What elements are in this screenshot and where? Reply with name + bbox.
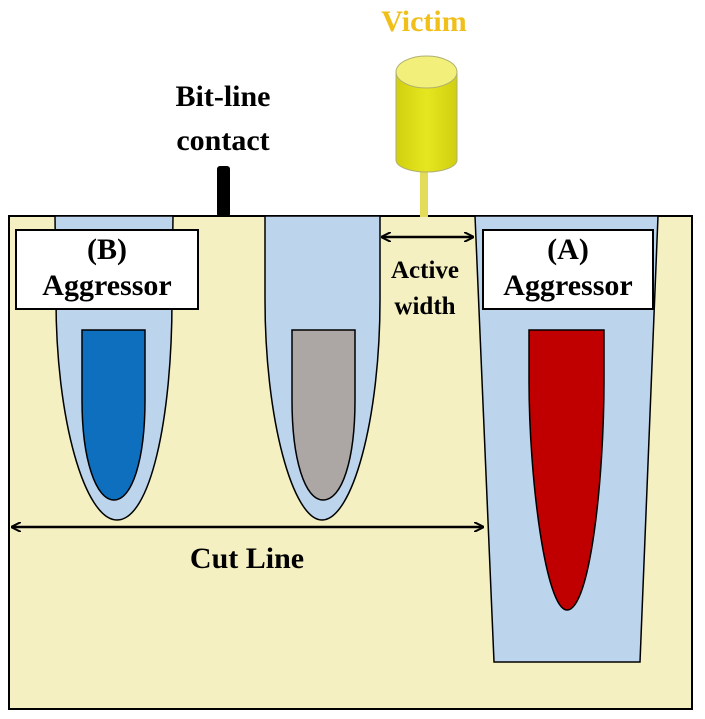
active-width-label-line1: Active xyxy=(391,257,459,284)
aggressor-a-label-line1: (A) xyxy=(547,233,589,266)
aggressor-a-label-line2: Aggressor xyxy=(503,269,632,302)
active-width-label-line2: width xyxy=(394,293,455,320)
gate-aggressor-b xyxy=(81,329,146,501)
victim-pillar xyxy=(420,172,428,217)
aggressor-b-label-line1: (B) xyxy=(87,233,127,266)
gate-aggressor-a xyxy=(528,329,605,611)
victim-cylinder xyxy=(395,55,458,173)
aggressor-a-label-box xyxy=(482,229,654,310)
victim-label: Victim xyxy=(381,5,467,38)
bitline-label-line1: Bit-line xyxy=(176,80,271,113)
aggressor-b-label-box xyxy=(15,229,199,310)
gate-victim xyxy=(291,329,356,501)
aggressor-b-label-line2: Aggressor xyxy=(42,269,171,302)
bitline-label-line2: contact xyxy=(176,124,269,157)
bitline-contact xyxy=(217,166,230,217)
cut-line-label: Cut Line xyxy=(190,542,304,575)
